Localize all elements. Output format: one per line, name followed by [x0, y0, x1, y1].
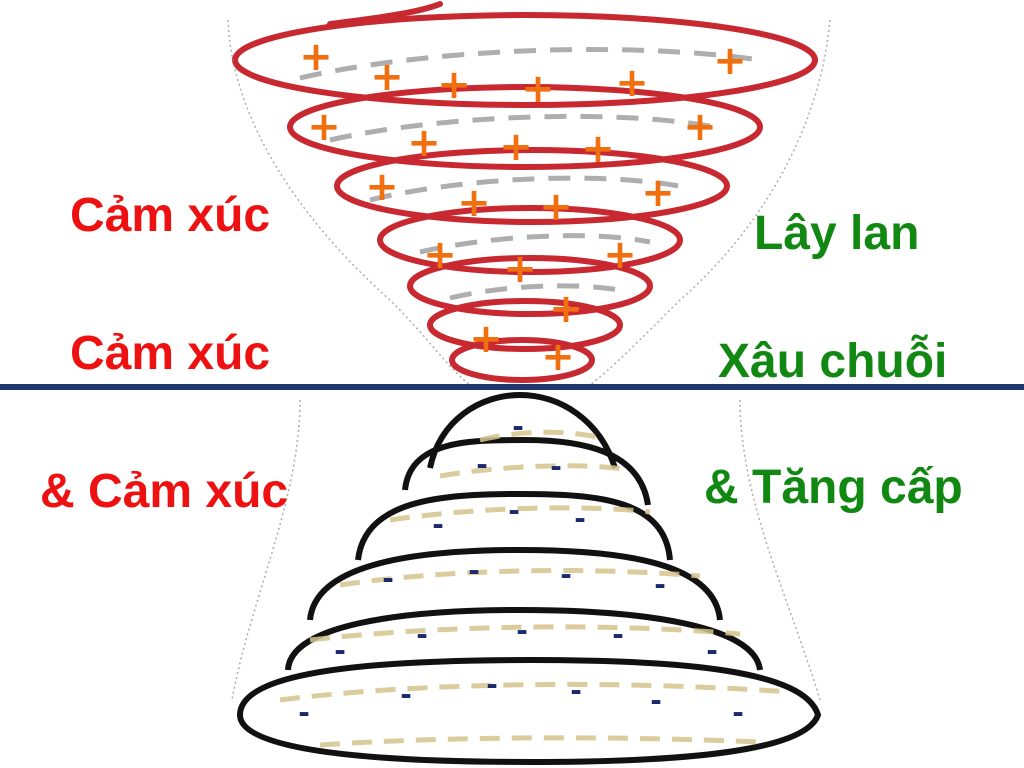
minus-sign: - [508, 494, 520, 527]
plus-sign: + [299, 34, 333, 80]
plus-sign: + [603, 232, 637, 278]
plus-sign: + [713, 38, 747, 84]
plus-sign: + [457, 180, 491, 226]
texture-stroke [309, 624, 741, 643]
texture-stroke [449, 283, 621, 301]
black-spiral-ring [285, 606, 763, 671]
plus-sign: + [549, 286, 583, 332]
red-spiral-ring [287, 84, 763, 170]
texture-stroke [369, 175, 691, 203]
minus-sign: - [516, 614, 528, 647]
noise-outline [227, 19, 471, 386]
plus-sign: + [365, 164, 399, 210]
red-spiral-ring [334, 147, 730, 225]
plus-signs: + + + + + + + + + + + + + + + + + + + + … [299, 34, 747, 380]
minus-sign: - [574, 502, 586, 535]
minus-sign: - [560, 558, 572, 591]
red-spiral-ring [232, 12, 818, 108]
red-spiral-texture [299, 47, 761, 301]
plus-sign: + [539, 184, 573, 230]
plus-sign: + [541, 334, 575, 380]
red-spiral-ring [427, 298, 623, 352]
black-spiral-ring [355, 490, 673, 561]
black-spiral-ring [237, 656, 822, 766]
plus-sign: + [423, 232, 457, 278]
red-spiral-ring [377, 205, 683, 275]
right-label-2: Xâu chuỗi [718, 335, 948, 388]
left-label-1: Cảm xúc [70, 189, 271, 242]
texture-stroke [279, 681, 791, 703]
noise-outline [739, 399, 821, 701]
texture-stroke [479, 429, 601, 443]
texture-stroke [419, 233, 651, 255]
plus-sign: + [581, 126, 615, 172]
plus-sign: + [683, 104, 717, 150]
minus-sign: - [382, 562, 394, 595]
minus-sign: - [468, 554, 480, 587]
left-label-3: & Cảm xúc [40, 465, 289, 518]
minus-sign: - [612, 618, 624, 651]
plus-sign: + [615, 60, 649, 106]
red-spiral-ring [449, 337, 595, 383]
texture-stroke [389, 505, 651, 523]
noise-outline [589, 19, 831, 386]
right-label-3: & Tăng cấp [704, 461, 963, 514]
texture-stroke [299, 47, 761, 81]
black-spiral [237, 391, 822, 766]
black-spiral-ring [427, 391, 618, 469]
plus-sign: + [499, 124, 533, 170]
plus-sign: + [407, 120, 441, 166]
plus-sign: + [521, 66, 555, 112]
minus-sign: - [476, 448, 488, 481]
texture-stroke [329, 113, 721, 143]
black-spiral-texture [279, 429, 791, 748]
minus-sign: - [650, 684, 662, 717]
minus-sign: - [334, 634, 346, 667]
plus-sign: + [370, 54, 404, 100]
minus-sign: - [550, 450, 562, 483]
plus-sign: + [437, 62, 471, 108]
texture-stroke [319, 735, 761, 748]
black-spiral-ring [402, 436, 651, 506]
minus-sign: - [570, 674, 582, 707]
funnel-noise [227, 19, 831, 701]
minus-sign: - [432, 508, 444, 541]
black-spiral-ring [307, 546, 723, 621]
minus-sign: - [416, 618, 428, 651]
texture-stroke [439, 463, 631, 479]
red-spiral-ring [407, 255, 653, 317]
minus-signs: - - - - - - - - - - - - - - - - - - - - … [298, 410, 744, 729]
plus-sign: + [641, 170, 675, 216]
minus-sign: - [654, 568, 666, 601]
minus-sign: - [706, 634, 718, 667]
minus-sign: - [486, 668, 498, 701]
minus-sign: - [512, 410, 524, 443]
plus-sign: + [503, 246, 537, 292]
minus-sign: - [298, 696, 310, 729]
minus-sign: - [400, 678, 412, 711]
minus-sign: - [732, 696, 744, 729]
plus-sign: + [307, 104, 341, 150]
red-spiral [232, 1, 818, 383]
left-label-2: Cảm xúc [70, 327, 271, 380]
plus-sign: + [469, 316, 503, 362]
right-label-1: Lây lan [754, 207, 920, 260]
texture-stroke [339, 568, 701, 588]
